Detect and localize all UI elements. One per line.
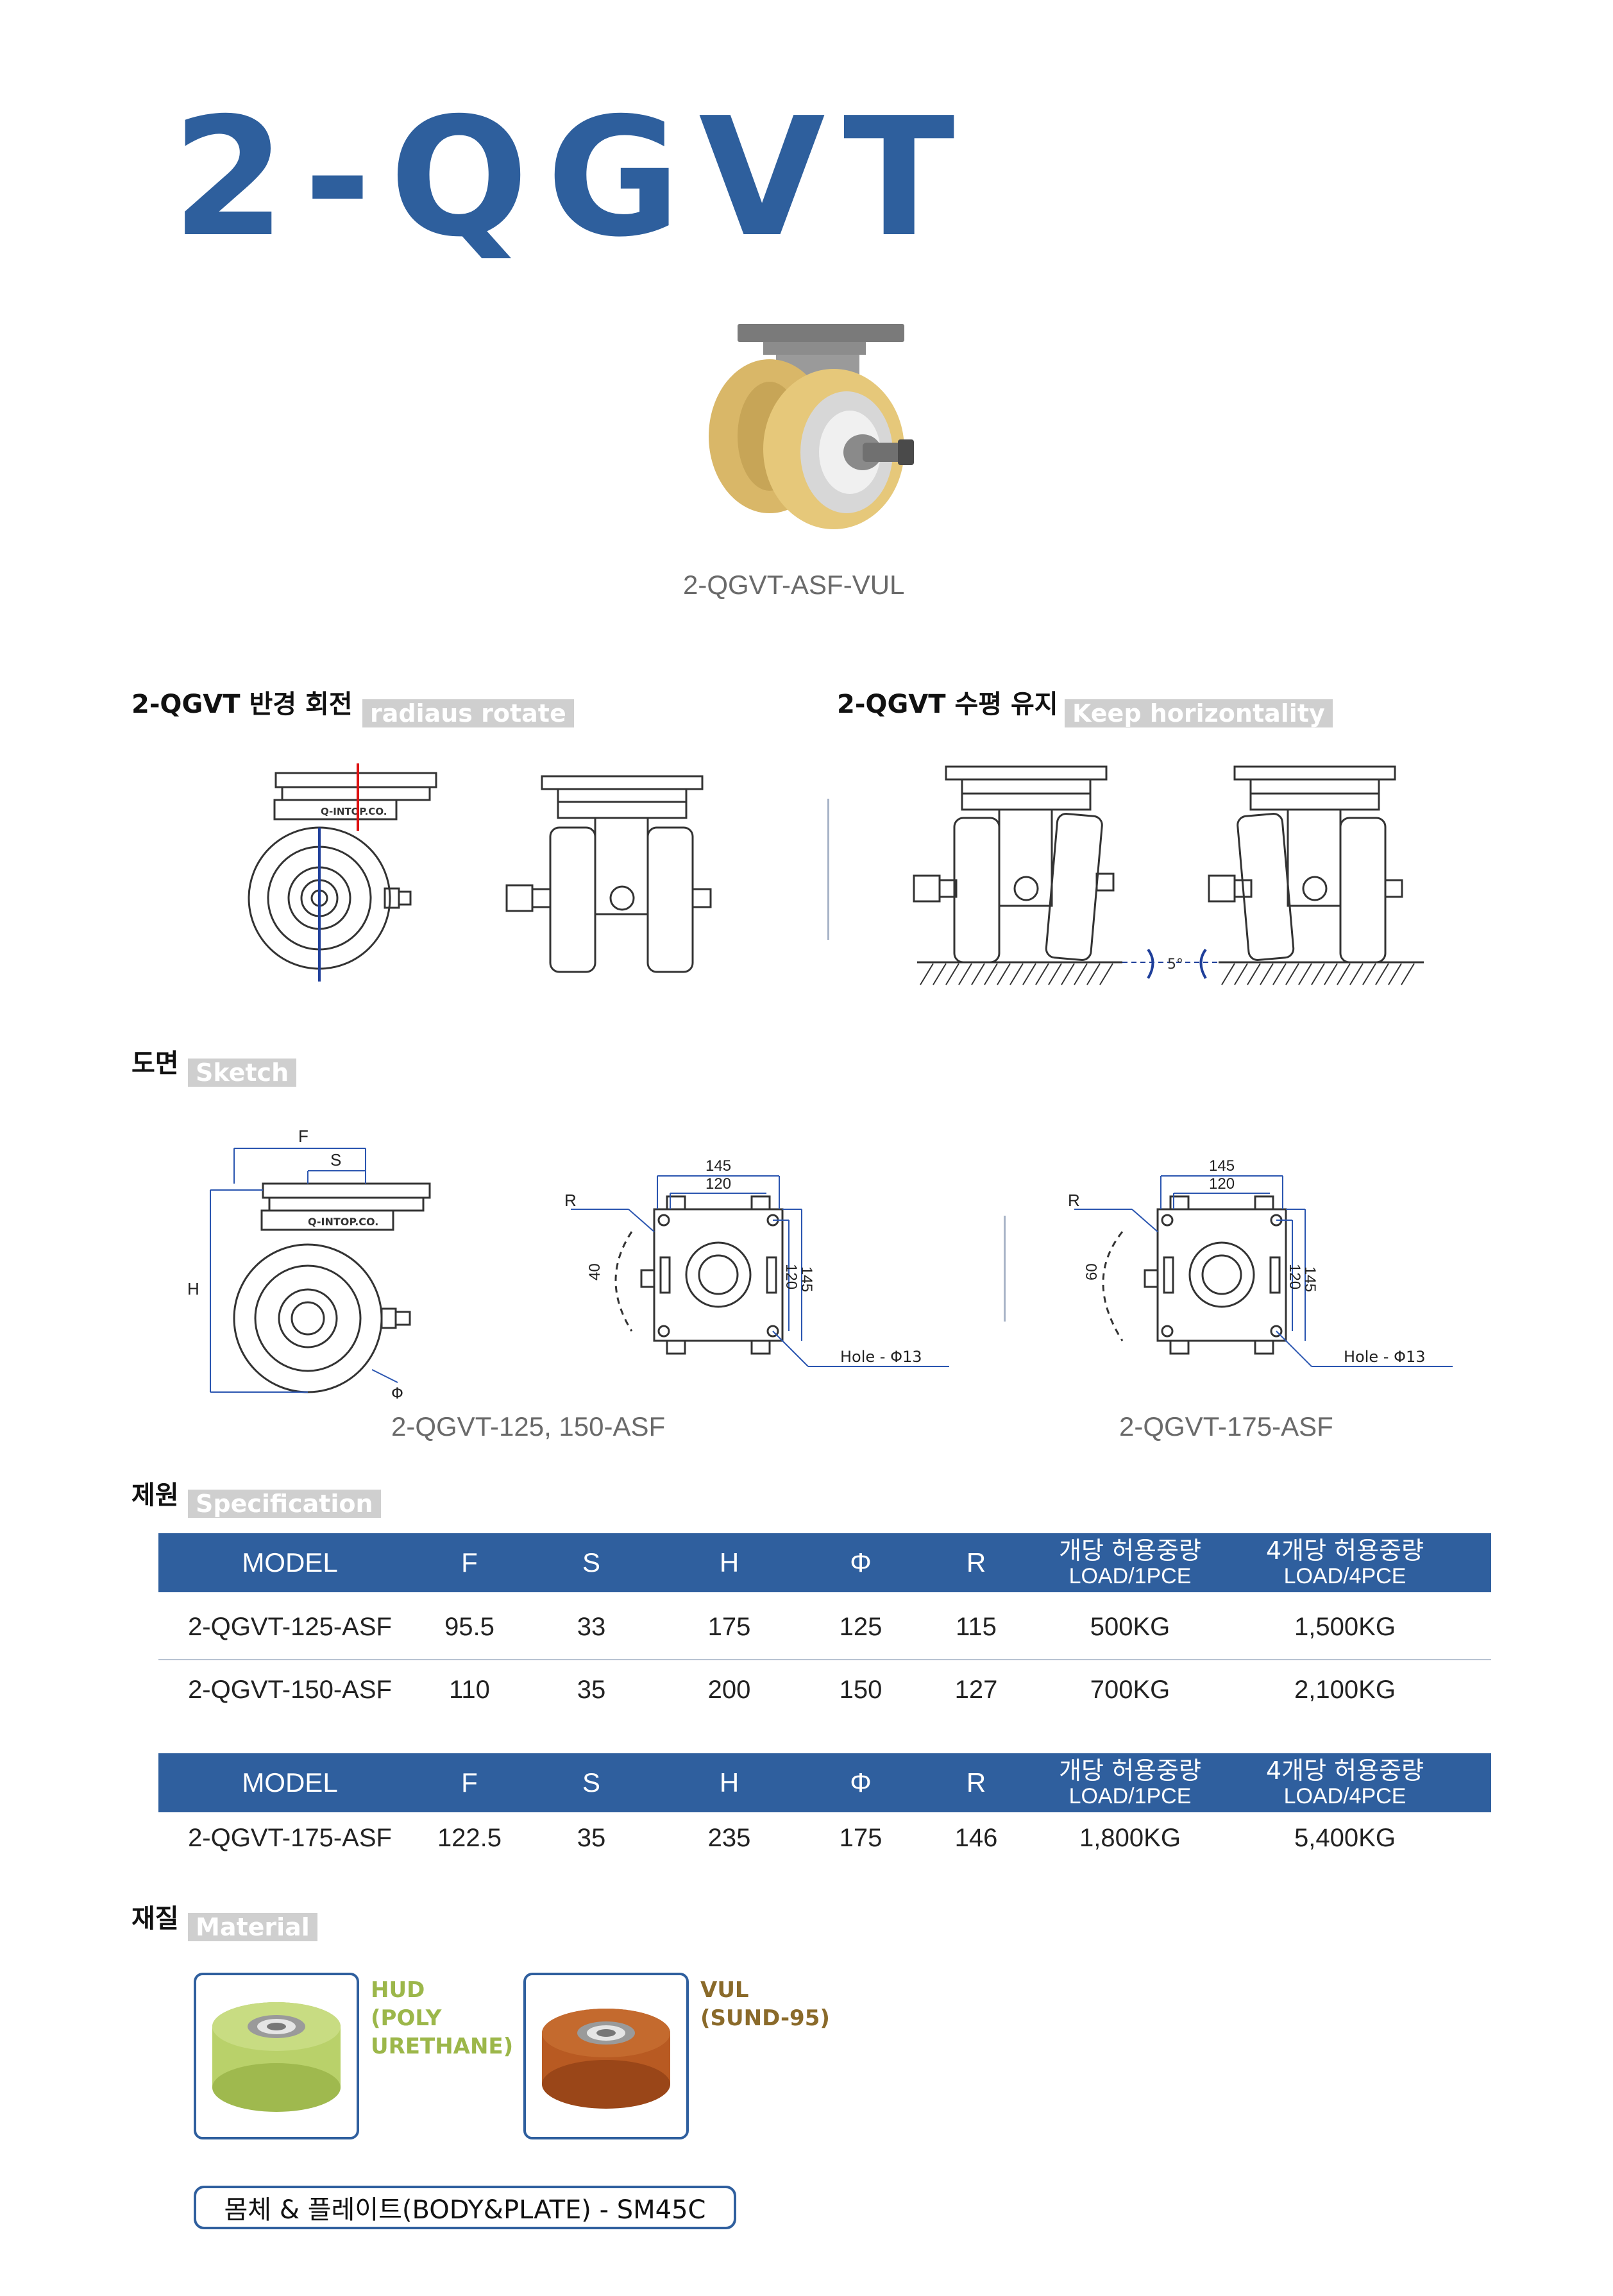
col-s: S bbox=[582, 1547, 600, 1577]
page-title: 2-QGVT bbox=[172, 83, 973, 273]
dim-v120: 120 bbox=[1286, 1264, 1303, 1289]
dim-offset: 60 bbox=[1083, 1263, 1101, 1280]
dim-120: 120 bbox=[1209, 1175, 1235, 1193]
col-f: F bbox=[461, 1767, 478, 1798]
section-label: 2-QGVT 반경 회전 bbox=[131, 690, 353, 719]
dim-label-h: H bbox=[187, 1279, 199, 1298]
table-row: 2-QGVT-125-ASF 95.5 33 175 125 115 500KG… bbox=[188, 1612, 1396, 1641]
sketch-divider bbox=[1004, 1216, 1006, 1322]
dim-r: R bbox=[1068, 1191, 1080, 1210]
sketch-caption-left: 2-QGVT-125, 150-ASF bbox=[391, 1411, 666, 1441]
section-material: 재질 bbox=[131, 1898, 179, 1935]
table-row: 2-QGVT-150-ASF 110 35 200 150 127 700KG … bbox=[188, 1675, 1396, 1704]
dim-label-s: S bbox=[330, 1150, 341, 1169]
plate-text: Q-INTOP.CO. bbox=[321, 806, 387, 817]
angle-label: 5° bbox=[1167, 957, 1183, 973]
col-phi: Φ bbox=[850, 1767, 872, 1798]
col-h: H bbox=[719, 1767, 739, 1798]
dim-145: 145 bbox=[705, 1157, 731, 1175]
section-label: 재질 bbox=[131, 1904, 179, 1934]
dim-v120: 120 bbox=[782, 1264, 800, 1289]
col-r: R bbox=[966, 1547, 986, 1577]
sketch-top-view-125-150: 145 120 R 40 120 145 Hole - Φ13 bbox=[564, 1157, 949, 1367]
sketch-caption-right: 2-QGVT-175-ASF bbox=[1119, 1411, 1333, 1441]
section-label: 제원 bbox=[131, 1481, 179, 1510]
section-sub: Keep horizontality bbox=[1065, 699, 1333, 727]
material-hud-label: HUD (POLY URETHANE) bbox=[371, 1977, 514, 2059]
col-h: H bbox=[719, 1547, 739, 1577]
sketch-side-view: Q-INTOP.CO. F S H Φ bbox=[187, 1127, 431, 1402]
col-model: MODEL bbox=[242, 1547, 338, 1577]
col-r: R bbox=[966, 1767, 986, 1798]
dim-v145: 145 bbox=[798, 1266, 815, 1292]
hole-label: Hole - Φ13 bbox=[1344, 1348, 1426, 1366]
section-sketch: 도면 bbox=[131, 1042, 179, 1080]
section-keep-horizontal: 2-QGVT 수평 유지 bbox=[837, 683, 1058, 720]
section-label: 도면 bbox=[131, 1049, 179, 1078]
col-model: MODEL bbox=[242, 1767, 338, 1798]
material-vul-label: VUL (SUND-95) bbox=[700, 1977, 830, 2031]
dim-label-f: F bbox=[298, 1127, 308, 1146]
row-divider bbox=[158, 1659, 1491, 1660]
col-f: F bbox=[461, 1547, 478, 1577]
table-row: 2-QGVT-175-ASF 122.5 35 235 175 146 1,80… bbox=[188, 1823, 1396, 1852]
sketch-top-view-175: 145 120 R 60 120 145 Hole - Φ13 bbox=[1068, 1157, 1453, 1367]
col-s: S bbox=[582, 1767, 600, 1798]
section-sub: radiaus rotate bbox=[362, 699, 574, 727]
dim-offset: 40 bbox=[586, 1263, 604, 1280]
section-sub: Sketch bbox=[188, 1059, 297, 1087]
dim-label-phi: Φ bbox=[391, 1384, 403, 1402]
body-plate-material: 몸체 & 플레이트(BODY&PLATE) - SM45C bbox=[194, 2186, 736, 2229]
material-vul-image bbox=[523, 1973, 689, 2139]
col-phi: Φ bbox=[850, 1547, 872, 1577]
plate-text: Q-INTOP.CO. bbox=[308, 1216, 378, 1228]
dim-120: 120 bbox=[705, 1175, 731, 1193]
section-sub: Material bbox=[188, 1913, 317, 1941]
section-radius-rotate: 2-QGVT 반경 회전 bbox=[131, 683, 353, 720]
radius-rotate-drawing: Q-INTOP.CO. bbox=[248, 763, 712, 982]
dim-v145: 145 bbox=[1301, 1266, 1319, 1292]
section-label: 2-QGVT 수평 유지 bbox=[837, 690, 1058, 719]
material-hud-image bbox=[194, 1973, 359, 2139]
dim-r: R bbox=[564, 1191, 577, 1210]
section-specification: 제원 bbox=[131, 1474, 179, 1511]
hole-label: Hole - Φ13 bbox=[840, 1348, 922, 1366]
section-sub: Specification bbox=[188, 1490, 381, 1518]
hero-caption: 2-QGVT-ASF-VUL bbox=[683, 570, 905, 600]
dim-145: 145 bbox=[1209, 1157, 1235, 1175]
hero-caster-image bbox=[709, 324, 914, 529]
section-divider bbox=[827, 799, 829, 940]
keep-horizontal-drawing: 5° bbox=[913, 765, 1424, 985]
